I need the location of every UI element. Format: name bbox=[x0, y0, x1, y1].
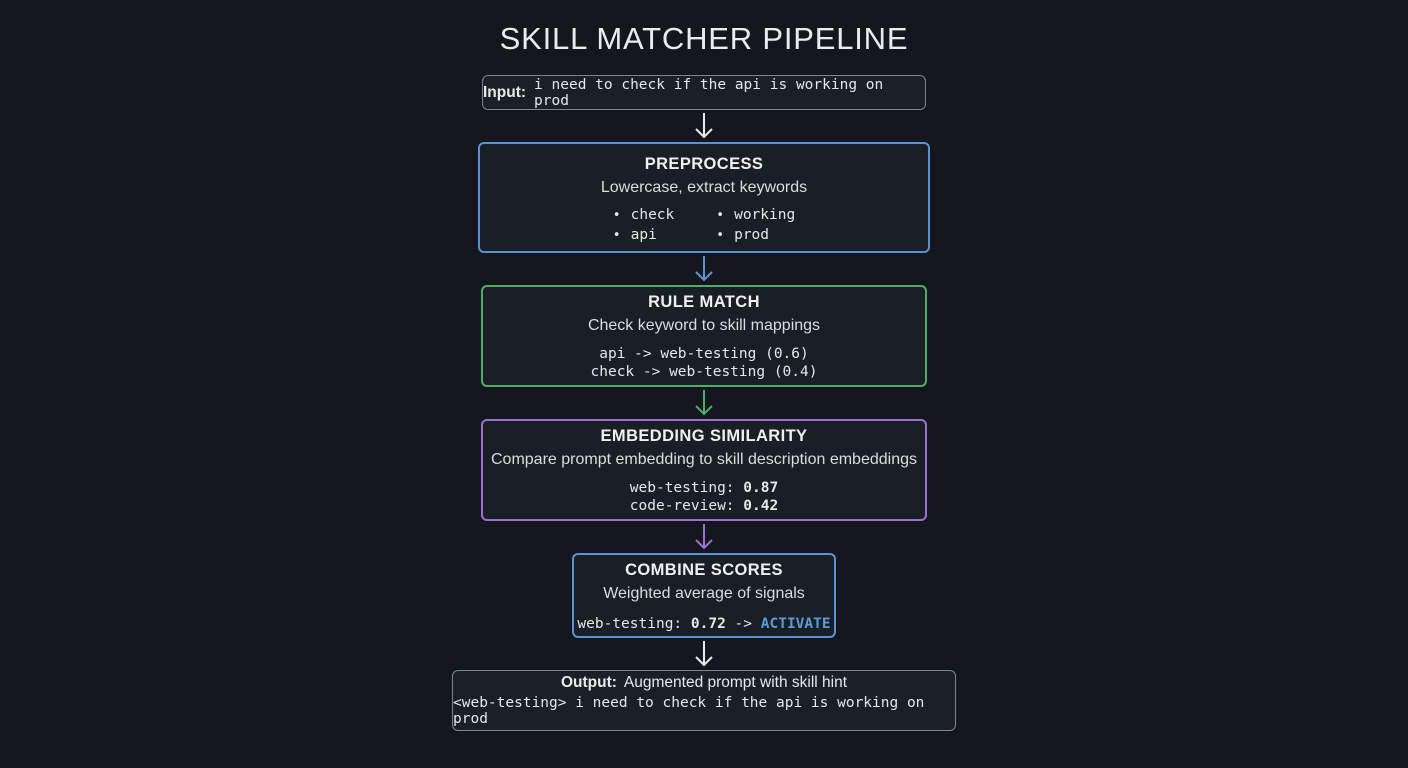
score-line: web-testing: 0.87 bbox=[630, 479, 778, 497]
output-text: Augmented prompt with skill hint bbox=[623, 674, 848, 691]
keyword-item: check bbox=[613, 207, 675, 223]
combine-result-line: web-testing: 0.72 -> ACTIVATE bbox=[577, 615, 830, 633]
mapping-line: api -> web-testing (0.6) bbox=[599, 346, 809, 362]
stage-embedding-similarity: EMBEDDING SIMILARITY Compare prompt embe… bbox=[481, 419, 927, 521]
arrow-down-icon bbox=[695, 256, 713, 282]
keyword-item: prod bbox=[716, 227, 795, 243]
stage-rule-match: RULE MATCH Check keyword to skill mappin… bbox=[481, 285, 927, 387]
keyword-list: check working api prod bbox=[613, 207, 796, 243]
stage-rule-match-title: RULE MATCH bbox=[648, 293, 760, 311]
stage-embedding-subtitle: Compare prompt embedding to skill descri… bbox=[491, 451, 917, 468]
output-code: <web-testing> i need to check if the api… bbox=[453, 695, 925, 727]
stage-embedding-title: EMBEDDING SIMILARITY bbox=[600, 427, 808, 445]
stage-preprocess-subtitle: Lowercase, extract keywords bbox=[600, 178, 808, 196]
arrow-down-icon bbox=[695, 641, 713, 667]
activate-badge: ACTIVATE bbox=[760, 615, 831, 632]
output-summary-line: Output: Augmented prompt with skill hint bbox=[561, 674, 847, 692]
result-label: web-testing: bbox=[577, 615, 683, 632]
skill-matcher-pipeline-diagram: SKILL MATCHER PIPELINE Input: i need to … bbox=[0, 0, 1408, 731]
score-line: code-review: 0.42 bbox=[630, 497, 778, 515]
stage-preprocess: PREPROCESS Lowercase, extract keywords c… bbox=[478, 142, 930, 253]
stage-rule-match-subtitle: Check keyword to skill mappings bbox=[587, 317, 821, 334]
stage-preprocess-title: PREPROCESS bbox=[644, 154, 764, 173]
score-label: web-testing: bbox=[629, 480, 735, 496]
flow-arrow-rulematch-to-embedding bbox=[692, 387, 716, 419]
score-value: 0.87 bbox=[743, 480, 779, 496]
result-arrow: -> bbox=[734, 615, 753, 632]
result-value: 0.72 bbox=[690, 615, 726, 632]
flow-arrow-embedding-to-combine bbox=[692, 521, 716, 553]
mapping-line: check -> web-testing (0.4) bbox=[590, 364, 818, 380]
flow-arrow-input-to-preprocess bbox=[692, 110, 716, 142]
arrow-down-icon bbox=[695, 524, 713, 550]
flow-arrow-combine-to-output bbox=[692, 638, 716, 670]
score-label: code-review: bbox=[629, 498, 735, 514]
arrow-down-icon bbox=[695, 113, 713, 139]
input-label: Input: bbox=[483, 83, 527, 101]
output-box: Output: Augmented prompt with skill hint… bbox=[452, 670, 956, 731]
input-box: Input: i need to check if the api is wor… bbox=[482, 75, 926, 110]
page-title: SKILL MATCHER PIPELINE bbox=[499, 21, 909, 56]
flow-arrow-preprocess-to-rulematch bbox=[692, 253, 716, 285]
score-value: 0.42 bbox=[743, 498, 779, 514]
arrow-down-icon bbox=[695, 390, 713, 416]
keyword-item: working bbox=[716, 207, 795, 223]
stage-combine-title: COMBINE SCORES bbox=[625, 560, 783, 579]
stage-combine-subtitle: Weighted average of signals bbox=[603, 584, 805, 602]
input-text: i need to check if the api is working on… bbox=[534, 76, 884, 109]
stage-combine-scores: COMBINE SCORES Weighted average of signa… bbox=[572, 553, 836, 638]
output-label: Output: bbox=[560, 674, 617, 691]
keyword-item: api bbox=[613, 227, 674, 243]
